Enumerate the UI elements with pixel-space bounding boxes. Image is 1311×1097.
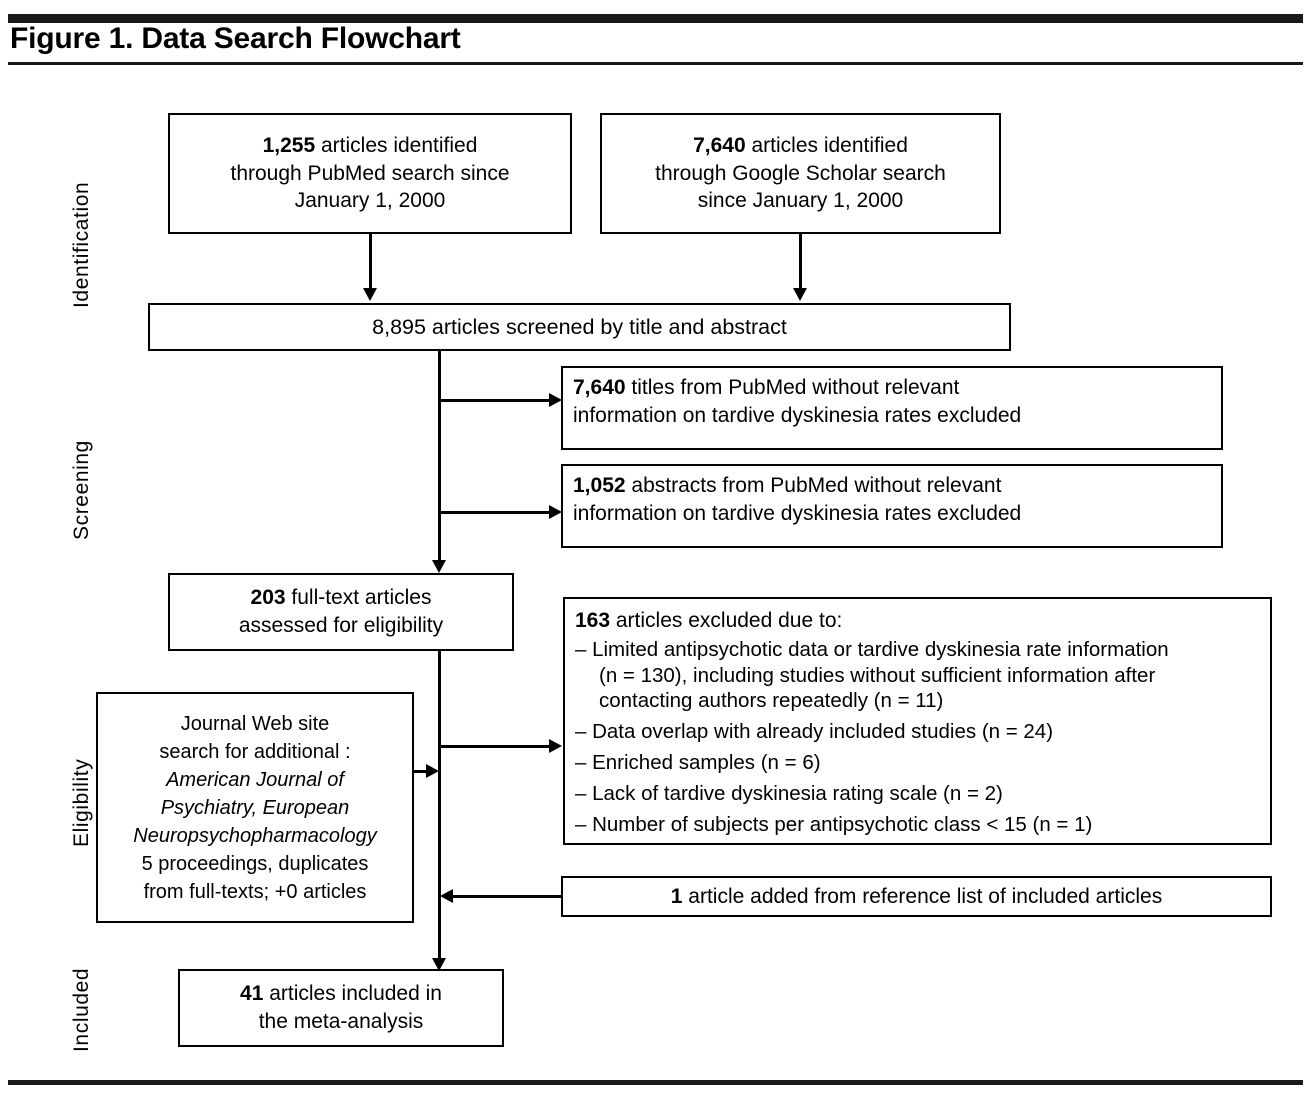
excluded-abstracts-count: 1,052	[573, 474, 626, 497]
exclusion-item-cont2: contacting authors repeatedly (n = 11)	[599, 689, 944, 713]
arrowhead-journal-to-spine	[426, 764, 439, 778]
excluded-reasons-title-rest: articles excluded due to:	[610, 609, 843, 632]
page-title: Figure 1. Data Search Flowchart	[10, 22, 461, 55]
excluded-titles-count: 7,640	[573, 376, 626, 399]
arrowhead-excluded-reasons	[549, 739, 562, 753]
scholar-count: 7,640	[693, 133, 746, 157]
box-pubmed-search: 1,255 articles identified through PubMed…	[168, 113, 572, 234]
box-excluded-abstracts: 1,052 abstracts from PubMed without rele…	[561, 464, 1223, 548]
included-line2: the meta-analysis	[258, 1010, 424, 1033]
reference-added-count: 1	[670, 884, 683, 908]
included-count: 41	[240, 982, 264, 1006]
arrowhead-pubmed-to-screened	[363, 288, 377, 301]
arrowhead-reference-to-spine	[440, 889, 453, 903]
spine-eligibility	[438, 651, 441, 963]
connector-to-excluded-abstracts	[438, 511, 551, 514]
box-full-text-assessed: 203 full-text articles assessed for elig…	[168, 573, 514, 651]
box-screened: 8,895 articles screened by title and abs…	[148, 303, 1011, 351]
connector-journal-to-spine	[414, 770, 428, 773]
excluded-abstracts-line2: information on tardive dyskinesia rates …	[573, 501, 1022, 525]
box-included-final: 41 articles included in the meta-analysi…	[178, 969, 504, 1047]
journal-line6: 5 proceedings, duplicates	[141, 852, 369, 875]
exclusion-item: – Limited antipsychotic data or tardive …	[575, 637, 1260, 714]
exclusion-item-text: – Limited antipsychotic data or tardive …	[575, 637, 1169, 661]
box-google-scholar-search: 7,640 articles identified through Google…	[600, 113, 1001, 234]
bottom-rule	[8, 1080, 1303, 1085]
exclusion-item: – Enriched samples (n = 6)	[575, 751, 821, 775]
reference-added-rest: article added from reference list of inc…	[682, 884, 1163, 908]
journal-line7: from full-texts; +0 articles	[143, 880, 367, 903]
excluded-titles-line2: information on tardive dyskinesia rates …	[573, 403, 1022, 427]
arrowhead-scholar-to-screened	[793, 288, 807, 301]
excluded-reasons-count: 163	[575, 609, 611, 632]
connector-pubmed-to-screened	[369, 234, 372, 289]
stage-label-included: Included	[70, 967, 93, 1052]
box-excluded-titles: 7,640 titles from PubMed without relevan…	[561, 366, 1223, 450]
arrowhead-to-included	[432, 958, 446, 971]
connector-reference-to-spine	[452, 895, 561, 898]
fulltext-count: 203	[250, 586, 286, 610]
connector-to-excluded-titles	[438, 399, 551, 402]
exclusion-item: – Lack of tardive dyskinesia rating scal…	[575, 781, 1003, 805]
top-rule	[8, 14, 1303, 23]
box-journal-web-search: Journal Web site search for additional :…	[96, 692, 414, 923]
arrowhead-excluded-titles	[549, 393, 562, 407]
fulltext-line1-rest: full-text articles	[285, 586, 432, 610]
scholar-line3: since January 1, 2000	[697, 189, 904, 213]
included-line1-rest: articles included in	[263, 982, 442, 1006]
spine-screening	[438, 351, 441, 561]
stage-label-eligibility: Eligibility	[70, 758, 93, 847]
journal-line3: American Journal of	[166, 768, 344, 791]
connector-scholar-to-screened	[799, 234, 802, 289]
arrowhead-excluded-abstracts	[549, 505, 562, 519]
stage-label-screening: Screening	[70, 440, 93, 540]
exclusion-item-cont1: (n = 130), including studies without suf…	[599, 663, 1156, 687]
journal-line5: Neuropsychopharmacology	[133, 824, 377, 847]
exclusion-item: – Number of subjects per antipsychotic c…	[575, 812, 1093, 836]
excluded-abstracts-line1-rest: abstracts from PubMed without relevant	[625, 474, 1002, 497]
journal-line4: Psychiatry, European	[160, 796, 350, 819]
journal-line1: Journal Web site	[180, 712, 330, 735]
scholar-line1-rest: articles identified	[745, 133, 908, 157]
arrowhead-screened-to-fulltext	[432, 560, 446, 573]
journal-line2: search for additional :	[159, 740, 351, 763]
pubmed-line3: January 1, 2000	[294, 189, 446, 213]
connector-to-excluded-reasons	[438, 745, 551, 748]
pubmed-count: 1,255	[262, 133, 316, 157]
screened-text: 8,895 articles screened by title and abs…	[372, 314, 787, 339]
box-reference-added: 1 article added from reference list of i…	[561, 876, 1272, 917]
title-underline-rule	[8, 62, 1303, 65]
excluded-titles-line1-rest: titles from PubMed without relevant	[625, 376, 960, 399]
scholar-line2: through Google Scholar search	[655, 161, 946, 185]
pubmed-line1-rest: articles identified	[315, 133, 478, 157]
fulltext-line2: assessed for eligibility	[238, 614, 444, 637]
pubmed-line2: through PubMed search since	[230, 161, 510, 185]
box-excluded-reasons: 163 articles excluded due to: – Limited …	[563, 597, 1272, 845]
exclusion-item: – Data overlap with already included stu…	[575, 720, 1054, 744]
stage-label-identification: Identification	[70, 181, 93, 308]
